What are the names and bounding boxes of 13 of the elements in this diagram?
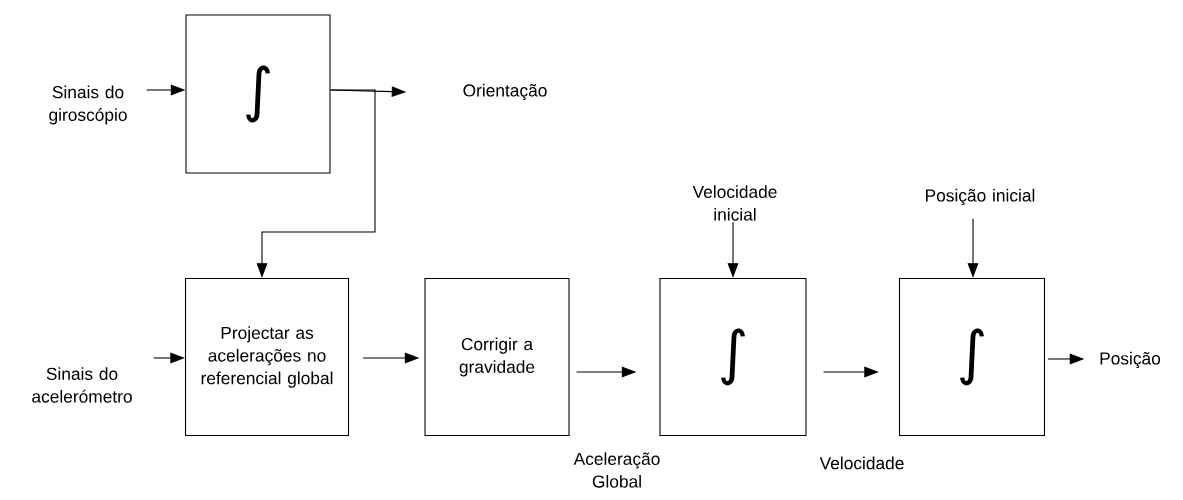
signal-label: Velocidade inicial [692, 185, 777, 221]
process-box: Projectar as acelerações no referencial global [184, 277, 350, 437]
integrator-box: ∫ [898, 277, 1046, 437]
signal-label: Sinais do acelerómetro [32, 367, 132, 403]
signal-label: Posição [1100, 351, 1161, 369]
integrator-box: ∫ [185, 14, 331, 174]
process-box: Corrigir a gravidade [424, 277, 570, 437]
signal-label: Orientação [463, 83, 547, 101]
signal-label: Posição inicial [926, 188, 1035, 206]
edge-label: Aceleração Global [573, 452, 660, 488]
edge-label: Velocidade [819, 456, 904, 470]
signal-label: Sinais do giroscópio [49, 85, 127, 125]
integrator-box: ∫ [659, 277, 807, 437]
